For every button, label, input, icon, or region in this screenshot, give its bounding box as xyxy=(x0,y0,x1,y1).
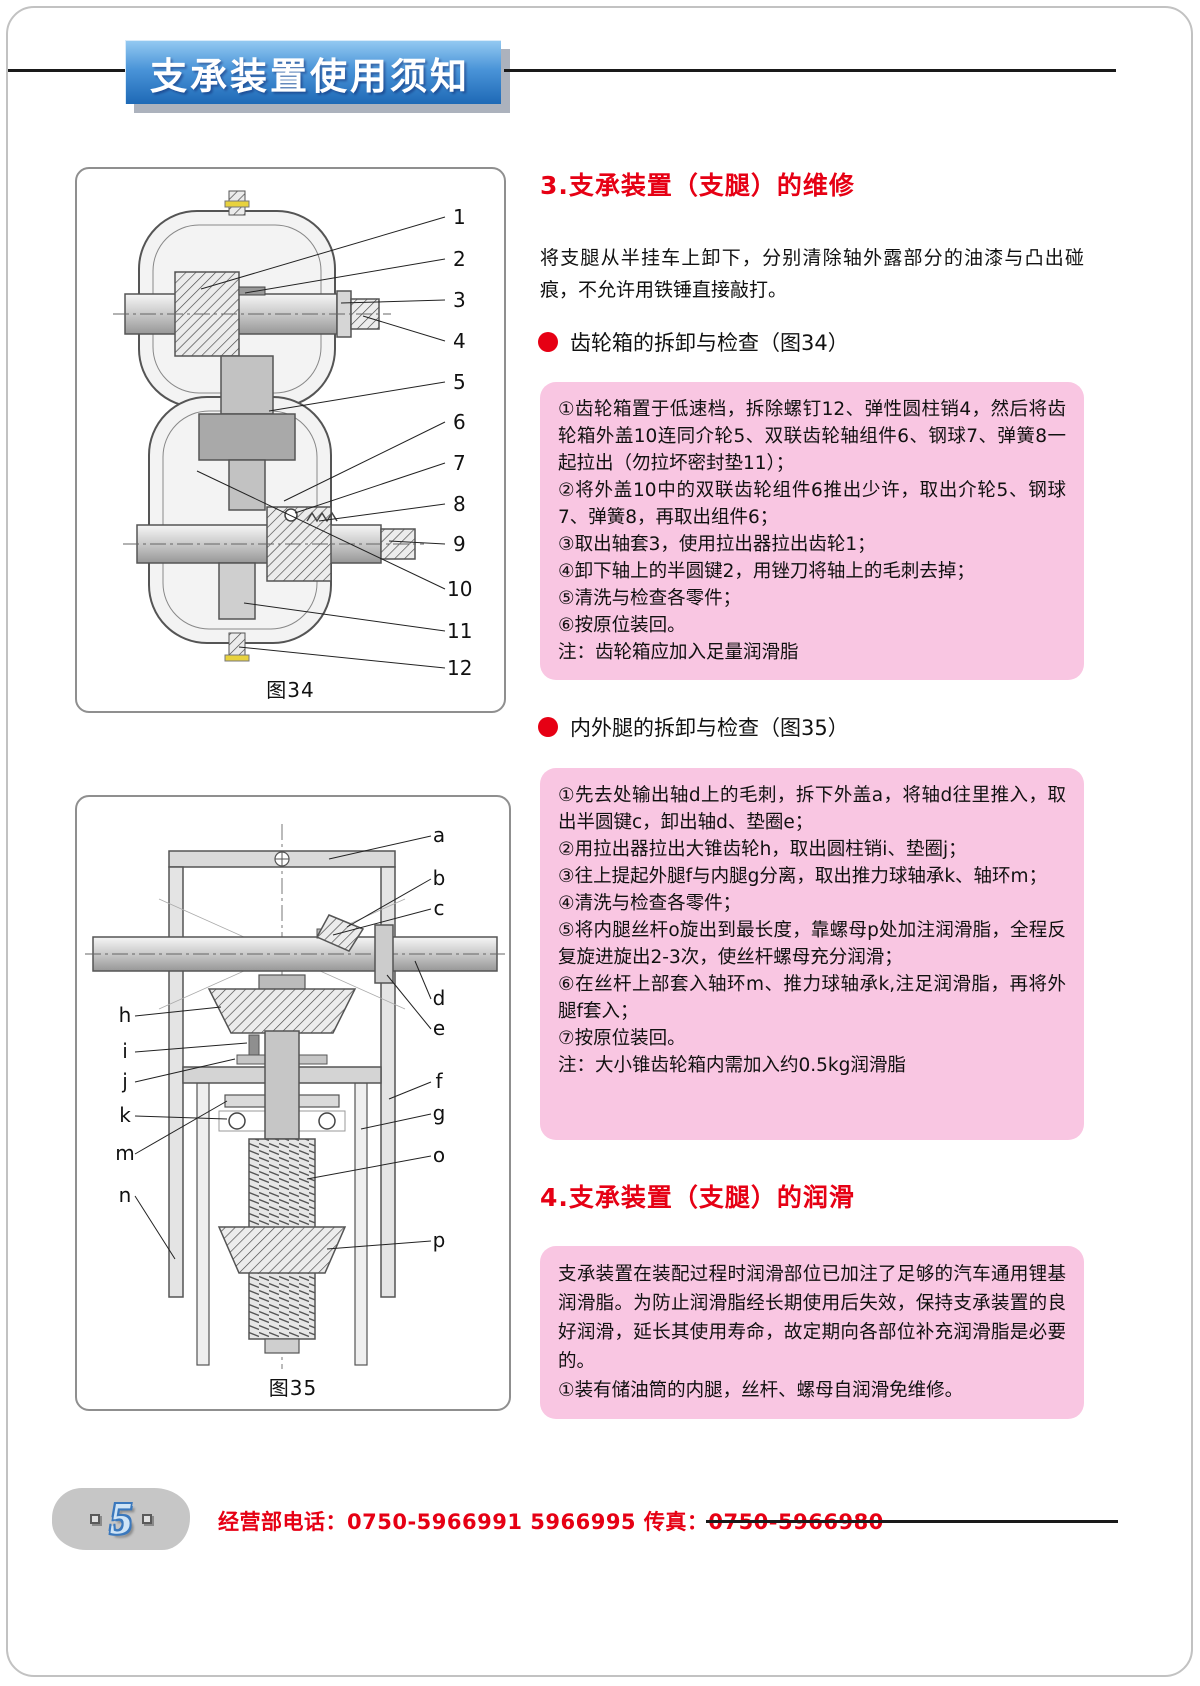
page-number-ornament xyxy=(90,1514,100,1524)
fig34-leader-lines xyxy=(196,216,446,669)
fig35-callout-p: p xyxy=(433,1228,446,1252)
figure-34-caption: 图34 xyxy=(266,678,315,702)
fig35-callout-c: c xyxy=(434,896,445,920)
fig35-callout-g: g xyxy=(433,1101,446,1125)
header-rule-left xyxy=(8,69,126,72)
fig35-leader-lines xyxy=(134,835,432,1260)
upper-shaft-assembly xyxy=(113,271,391,357)
fig34-callout-labels: 1 2 3 4 5 6 7 8 9 10 11 12 xyxy=(447,205,472,680)
bullet-legs: 内外腿的拆卸与检查（图35） xyxy=(538,712,849,742)
fig35-callout-h: h xyxy=(119,1003,132,1027)
step-line: ⑤将内腿丝杆o旋出到最长度，靠螺母p处加注润滑脂，全程反复旋进旋出2-3次，使丝… xyxy=(558,920,1066,968)
section-4-title: 4.支承装置（支腿）的润滑 xyxy=(540,1183,855,1212)
fig34-callout-4: 4 xyxy=(453,329,466,353)
fig34-callout-5: 5 xyxy=(453,370,466,394)
step-line: ④清洗与检查各零件； xyxy=(558,893,742,914)
step-line: ②将外盖10中的双联齿轮组件6推出少许，取出介轮5、钢球7、弹簧8，再取出组件6… xyxy=(558,480,1066,528)
bullet-gearbox-label: 齿轮箱的拆卸与检查（图34） xyxy=(570,331,849,355)
step-line: ⑦按原位装回。 xyxy=(558,1028,686,1049)
fig34-callout-11: 11 xyxy=(447,619,472,643)
figure-34-diagram: 1 2 3 4 5 6 7 8 9 10 11 12 xyxy=(113,190,472,680)
fig35-callout-j: j xyxy=(121,1069,128,1093)
fig35-callout-i: i xyxy=(122,1039,128,1063)
fig35-callout-b: b xyxy=(433,866,446,890)
gearbox-steps-box: ①齿轮箱置于低速档，拆除螺钉12、弹性圆柱销4，然后将齿轮箱外盖10连同介轮5、… xyxy=(540,382,1084,680)
fig34-callout-1: 1 xyxy=(453,205,466,229)
section-3-intro: 将支腿从半挂车上卸下，分别清除轴外露部分的油漆与凸出碰痕，不允许用铁锤直接敲打。 xyxy=(540,247,1084,301)
fig35-callout-e: e xyxy=(433,1016,445,1040)
step-line: ③往上提起外腿f与内腿g分离，取出推力球轴承k、轴环m； xyxy=(558,866,1048,887)
bevel-gear-and-screw xyxy=(182,974,382,1354)
step-line: 支承装置在装配过程时润滑部位已加注了足够的汽车通用锂基润滑脂。为防止润滑脂经长期… xyxy=(558,1264,1066,1372)
step-line: ④卸下轴上的半圆键2，用锉刀将轴上的毛刺去掉； xyxy=(558,561,975,582)
fig34-callout-7: 7 xyxy=(453,451,466,475)
figure-35-caption: 图35 xyxy=(268,1376,318,1400)
lower-shaft-assembly xyxy=(123,506,424,620)
step-line: ⑥按原位装回。 xyxy=(558,615,686,636)
section-3-title: 3.支承装置（支腿）的维修 xyxy=(540,171,855,200)
lubrication-box: 支承装置在装配过程时润滑部位已加注了足够的汽车通用锂基润滑脂。为防止润滑脂经长期… xyxy=(540,1246,1084,1419)
page-number: 5 xyxy=(110,1494,132,1543)
fig34-callout-12: 12 xyxy=(447,656,472,680)
fig34-callout-3: 3 xyxy=(453,288,466,312)
fig35-callout-n: n xyxy=(119,1183,132,1207)
leg-frame xyxy=(168,850,396,1366)
step-line: ①装有储油筒的内腿，丝杆、螺母自润滑免维修。 xyxy=(558,1380,964,1401)
fig35-callout-m: m xyxy=(115,1141,134,1165)
fig35-callout-a: a xyxy=(433,823,445,847)
center-gear-web xyxy=(198,355,296,511)
bullet-legs-label: 内外腿的拆卸与检查（图35） xyxy=(570,716,849,740)
fig35-callout-o: o xyxy=(433,1143,445,1167)
fig35-callout-labels: a b c d e f g o p h i j k m n xyxy=(115,823,445,1252)
step-line: ①齿轮箱置于低速档，拆除螺钉12、弹性圆柱销4，然后将齿轮箱外盖10连同介轮5、… xyxy=(558,399,1066,474)
fig34-callout-6: 6 xyxy=(453,410,466,434)
fig34-callout-8: 8 xyxy=(453,492,466,516)
bullet-gearbox: 齿轮箱的拆卸与检查（图34） xyxy=(538,327,849,357)
bottom-bolt xyxy=(224,632,250,662)
step-line: 注：齿轮箱应加入足量润滑脂 xyxy=(558,642,799,663)
figure-35-panel: a b c d e f g o p h i j k m n 图35 xyxy=(75,795,511,1411)
fig35-callout-f: f xyxy=(435,1069,443,1093)
step-line: ②用拉出器拉出大锥齿轮h，取出圆柱销i、垫圈j； xyxy=(558,839,967,860)
figure-35-diagram: a b c d e f g o p h i j k m n xyxy=(85,823,505,1369)
bullet-icon xyxy=(538,717,558,737)
figure-34-panel: 1 2 3 4 5 6 7 8 9 10 11 12 图34 xyxy=(75,167,506,713)
page-title: 支承装置使用须知 xyxy=(150,54,470,98)
output-shaft xyxy=(85,898,505,1010)
step-line: ③取出轴套3，使用拉出器拉出齿轮1； xyxy=(558,534,876,555)
step-line: ⑥在丝杆上部套入轴环m、推力球轴承k,注足润滑脂，再将外腿f套入； xyxy=(558,974,1066,1022)
header-rule-right xyxy=(504,69,1116,72)
bullet-icon xyxy=(538,332,558,352)
step-line: 注：大小锥齿轮箱内需加入约0.5kg润滑脂 xyxy=(558,1055,906,1076)
footer-rule xyxy=(706,1520,1118,1523)
legs-steps-box: ①先去处输出轴d上的毛刺，拆下外盖a，将轴d往里推入，取出半圆键c，卸出轴d、垫… xyxy=(540,768,1084,1140)
header-banner: 支承装置使用须知 xyxy=(125,40,501,104)
page-number-blob: 5 xyxy=(52,1488,190,1550)
step-line: ⑤清洗与检查各零件； xyxy=(558,588,742,609)
fig35-callout-k: k xyxy=(119,1103,131,1127)
step-line: ①先去处输出轴d上的毛刺，拆下外盖a，将轴d往里推入，取出半圆键c，卸出轴d、垫… xyxy=(558,785,1066,833)
page-number-ornament xyxy=(142,1514,152,1524)
fig35-callout-d: d xyxy=(433,986,446,1010)
fig34-callout-10: 10 xyxy=(447,577,472,601)
fig34-callout-2: 2 xyxy=(453,247,466,271)
fig34-callout-9: 9 xyxy=(453,532,466,556)
top-bolt xyxy=(224,190,250,216)
